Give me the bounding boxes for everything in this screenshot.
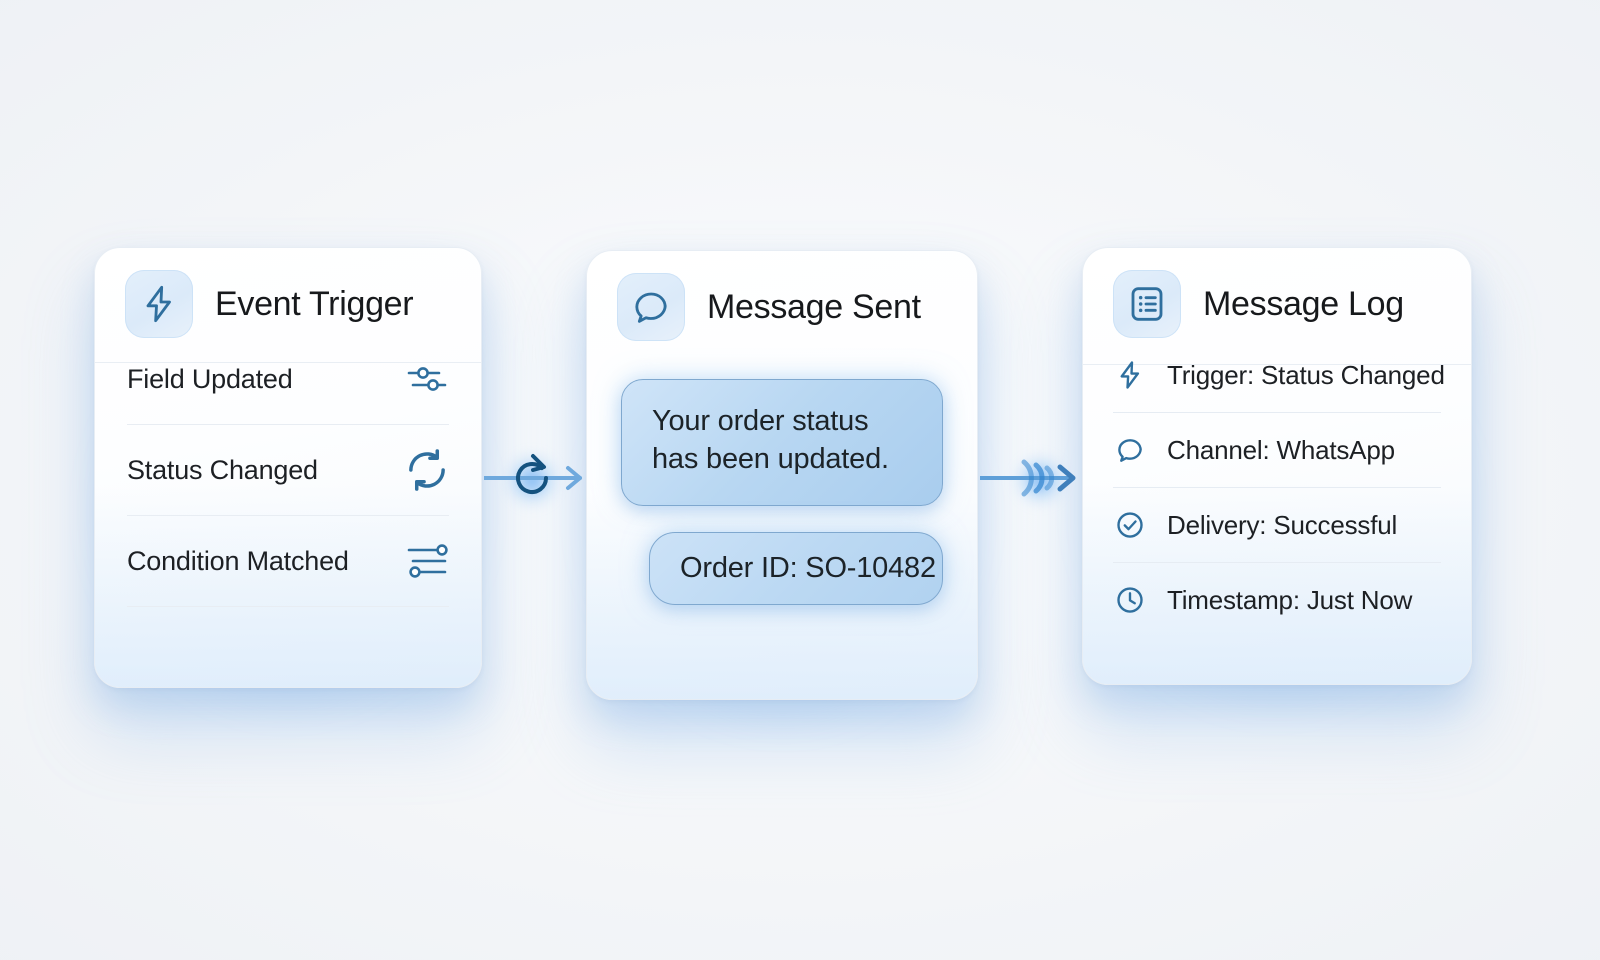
card-message-log[interactable]: Message Log Trigger: Status Changed Cha	[1082, 247, 1472, 685]
list-item[interactable]: Condition Matched	[127, 516, 449, 607]
refresh-arrow-icon	[516, 454, 548, 494]
refresh-cycle-icon	[405, 448, 449, 492]
sliders-horizontal-icon	[405, 362, 449, 396]
header-divider	[1083, 364, 1471, 365]
message-log-list: Trigger: Status Changed Channel: WhatsAp…	[1083, 330, 1471, 637]
list-item[interactable]: Status Changed	[127, 425, 449, 516]
log-row-label: Delivery: Successful	[1167, 509, 1398, 540]
card-title-message-sent: Message Sent	[707, 287, 921, 326]
log-row[interactable]: Channel: WhatsApp	[1113, 413, 1441, 488]
card-header-message-log: Message Log	[1083, 248, 1471, 338]
log-row-label: Timestamp: Just Now	[1167, 584, 1413, 615]
lightning-bolt-icon	[1113, 360, 1147, 390]
list-document-icon	[1113, 270, 1181, 338]
message-bubbles: Your order status has been updated. Orde…	[587, 333, 977, 605]
card-header-event-trigger: Event Trigger	[95, 248, 481, 338]
connector-trigger-to-message	[484, 432, 588, 524]
message-bubble-body[interactable]: Your order status has been updated.	[621, 379, 943, 506]
chat-bubble-icon	[617, 273, 685, 341]
trigger-row-label: Field Updated	[127, 363, 293, 394]
trigger-row-label: Status Changed	[127, 454, 318, 485]
message-bubble-order-id[interactable]: Order ID: SO-10482	[649, 531, 943, 605]
header-divider	[95, 362, 481, 363]
log-row-label: Trigger: Status Changed	[1167, 359, 1445, 390]
signal-arrow-icon	[1021, 459, 1055, 497]
log-row[interactable]: Timestamp: Just Now	[1113, 563, 1441, 637]
trigger-list: Field Updated Status Changed	[95, 330, 481, 607]
card-title-event-trigger: Event Trigger	[215, 284, 414, 323]
list-item[interactable]: Field Updated	[127, 334, 449, 425]
check-circle-icon	[1113, 510, 1147, 540]
card-header-message-sent: Message Sent	[587, 251, 977, 341]
clock-icon	[1113, 585, 1147, 615]
trigger-row-label: Condition Matched	[127, 545, 349, 576]
card-event-trigger[interactable]: Event Trigger Field Updated Status Chang…	[94, 247, 482, 688]
log-row[interactable]: Trigger: Status Changed	[1113, 338, 1445, 413]
connector-message-to-log	[980, 432, 1084, 524]
card-message-sent[interactable]: Message Sent Your order status has been …	[586, 250, 978, 700]
log-row-label: Channel: WhatsApp	[1167, 434, 1395, 465]
log-row[interactable]: Delivery: Successful	[1113, 488, 1441, 563]
card-title-message-log: Message Log	[1203, 284, 1404, 323]
chat-bubble-icon	[1113, 435, 1147, 465]
sliders-three-icon	[405, 541, 449, 581]
lightning-bolt-icon	[125, 270, 193, 338]
